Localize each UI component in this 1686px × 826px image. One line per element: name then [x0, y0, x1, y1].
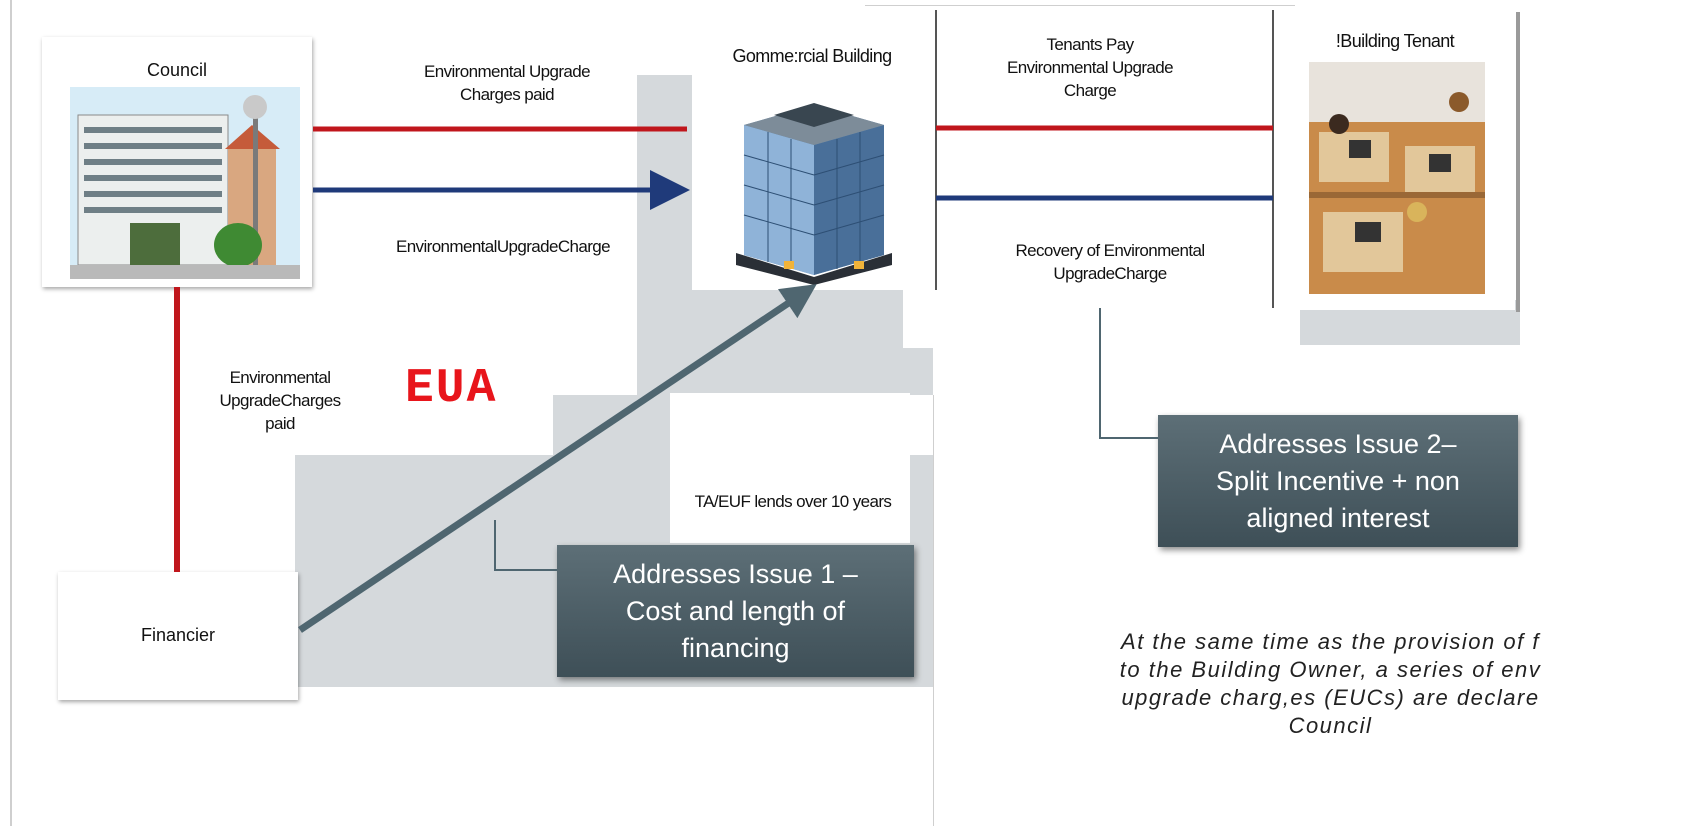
- building-box: Gomme:rcial Building: [692, 35, 932, 290]
- label-euc-paid-financier: Environmental UpgradeCharges paid: [219, 368, 341, 433]
- callout-issue-2: Addresses Issue 2– Split Incentive + non…: [1158, 415, 1518, 547]
- label-euc-to-building: EnvironmentalUpgradeCharge: [395, 237, 611, 256]
- separator-right: [1272, 10, 1274, 308]
- tenant-label: !Building Tenant: [1335, 31, 1455, 51]
- tenant-box: !Building Tenant: [1275, 10, 1515, 310]
- building-label: Gomme:rcial Building: [732, 46, 892, 66]
- council-box: Council: [42, 37, 312, 287]
- top-edge-line: [865, 5, 1295, 6]
- label-euc-paid: Environmental Upgrade Charges paid: [424, 62, 591, 104]
- label-recovery: Recovery of Environmental UpgradeCharge: [1015, 241, 1205, 283]
- financier-box: Financier: [58, 572, 298, 700]
- right-edge-bar: [1516, 12, 1520, 312]
- text-box-tenant-flow: [903, 10, 1273, 348]
- text-box-lends: [670, 393, 910, 543]
- footnote-text: At the same time as the provision of f t…: [1119, 629, 1542, 738]
- financier-label: Financier: [140, 625, 216, 645]
- label-lends: TA/EUF lends over 10 years: [694, 492, 892, 511]
- callout-issue-1: Addresses Issue 1 – Cost and length of f…: [557, 545, 914, 677]
- office-tenant-image: [1309, 62, 1485, 294]
- commercial-building-image: [736, 103, 892, 285]
- separator-left: [935, 10, 937, 290]
- center-divider: [933, 395, 934, 826]
- backdrop-panel-step: [553, 395, 673, 460]
- eua-label: EUA: [405, 362, 498, 416]
- council-building-image: [70, 87, 300, 279]
- council-label: Council: [146, 60, 208, 80]
- label-tenants-pay: Tenants Pay Environmental Upgrade Charge: [1007, 35, 1174, 100]
- left-edge-line: [10, 0, 12, 826]
